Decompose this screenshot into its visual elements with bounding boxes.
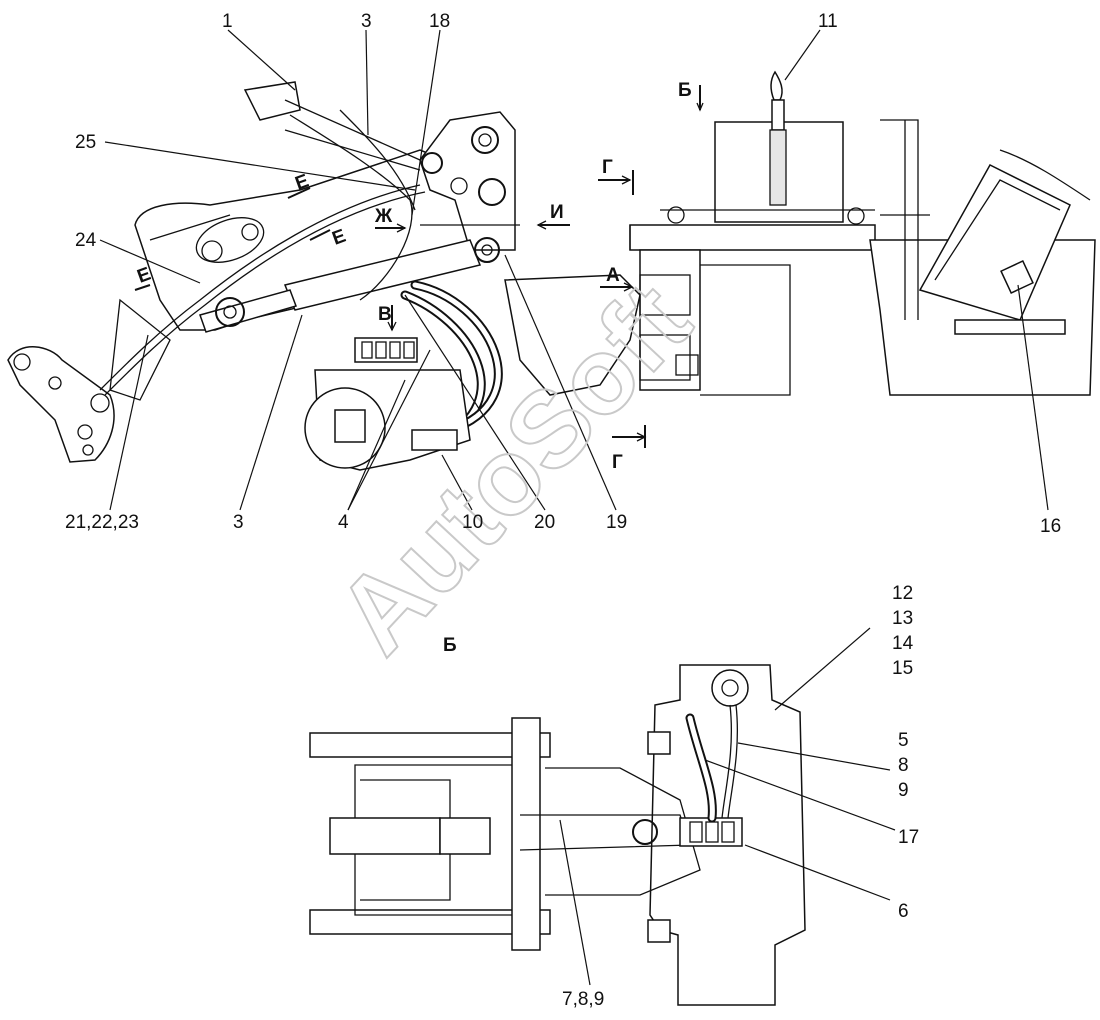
callout-6: 6: [898, 901, 909, 922]
callout-18: 18: [429, 11, 450, 32]
callout-25: 25: [75, 132, 96, 153]
callout-8: 8: [898, 755, 909, 776]
tilt-cylinder: [243, 81, 421, 171]
bucket-linkage: [7, 346, 115, 463]
callout-13: 13: [892, 608, 913, 629]
callout-9: 9: [898, 780, 909, 801]
view-label-zh: Ж: [374, 206, 393, 227]
callout-16: 16: [1040, 516, 1061, 537]
callout-10: 10: [462, 512, 483, 533]
view-label-v: В: [378, 304, 392, 325]
callout-19: 19: [606, 512, 627, 533]
callout-3-bottom: 3: [233, 512, 244, 533]
view-label-g-bottom: Г: [612, 452, 623, 473]
section-b-view: [309, 664, 806, 1006]
view-label-g-top: Г: [602, 157, 613, 178]
callout-24: 24: [75, 230, 97, 251]
callout-11: 11: [818, 11, 838, 32]
front-frame: [304, 274, 641, 471]
pivot-bracket: [419, 111, 516, 251]
view-label-i: И: [550, 202, 564, 223]
callout-3-top: 3: [361, 11, 372, 32]
callout-7-8-9: 7,8,9: [562, 989, 604, 1010]
callout-21-22-23: 21,22,23: [65, 512, 139, 533]
cab-section: [869, 119, 1096, 396]
leader-lines: [99, 29, 1049, 986]
view-label-b: Б: [678, 80, 692, 101]
section-markers: [134, 85, 704, 448]
callout-numbers: 1 3 18 11 25 24 21,22,23 3 4 10 20 19 16…: [65, 11, 1061, 1010]
callout-20: 20: [534, 512, 555, 533]
callout-1: 1: [222, 11, 233, 32]
hose-bundle: [99, 109, 520, 396]
hydraulic-cylinder: [199, 237, 500, 333]
joystick: [769, 70, 787, 206]
main-side-view: [7, 70, 1096, 471]
callout-15: 15: [892, 658, 913, 679]
callout-5: 5: [898, 730, 909, 751]
view-label-a: А: [606, 265, 620, 286]
section-b-title: Б: [443, 635, 457, 656]
callout-17: 17: [898, 827, 919, 848]
callout-4: 4: [338, 512, 349, 533]
callout-14: 14: [892, 633, 914, 654]
callout-12: 12: [892, 583, 913, 604]
